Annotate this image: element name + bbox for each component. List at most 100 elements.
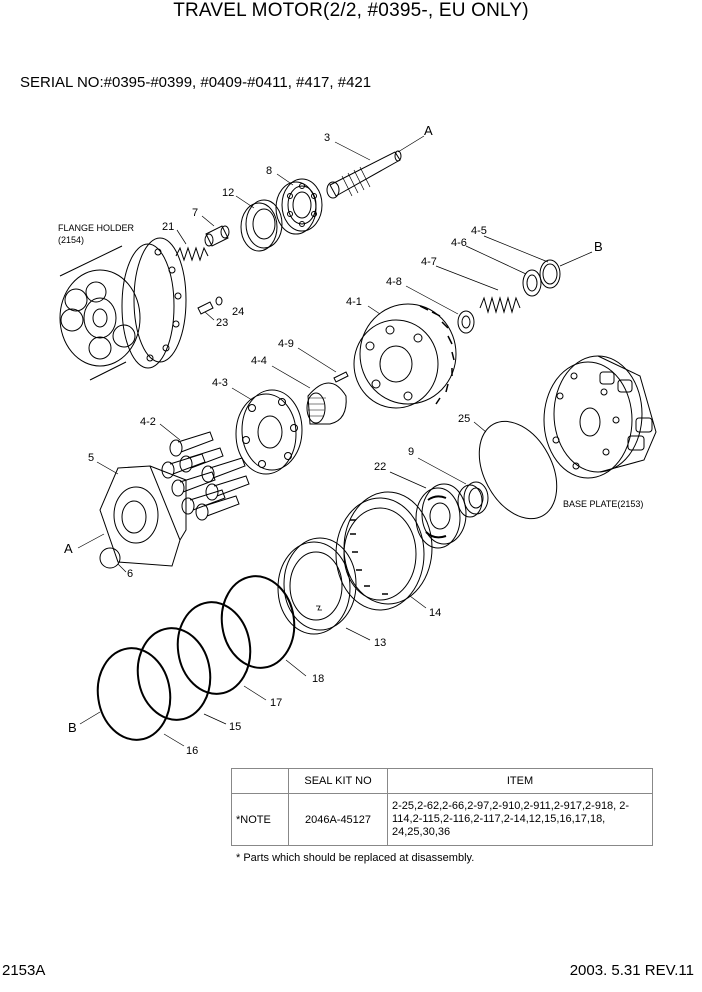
label-part-21: 21 (162, 221, 174, 233)
label-part-4-4: 4-4 (251, 355, 267, 367)
label-part-13: 13 (374, 637, 386, 649)
part-24-o-ring (215, 296, 223, 306)
leader-4-6 (465, 245, 527, 275)
flange-holder-2154 (59, 237, 187, 381)
header-seal-kit-no: SEAL KIT NO (288, 768, 388, 794)
leader-4-7 (435, 265, 499, 291)
label-part-4-3: 4-3 (212, 377, 228, 389)
part-17-backup-ring (176, 601, 252, 695)
part-9-bearing (457, 481, 489, 518)
label-flange-holder-no: (2154) (58, 235, 84, 245)
leader-15 (203, 713, 227, 725)
label-part-7: 7 (192, 207, 198, 219)
items-cell: 2-25,2-62,2-66,2-97,2-910,2-911,2-917,2-… (387, 793, 653, 846)
header-blank-cell (231, 768, 289, 794)
seal-kit-table: SEAL KIT NO ITEM *NOTE 2046A-45127 2-25,… (231, 768, 653, 846)
label-part-4-6: 4-6 (451, 237, 467, 249)
label-part-9: 9 (408, 446, 414, 458)
label-a-left: A (64, 541, 73, 556)
part-14-brake-housing (335, 491, 433, 611)
leader-12 (235, 195, 255, 209)
label-part-4-2: 4-2 (140, 416, 156, 428)
part-8-bearing (275, 178, 323, 235)
leader-21 (176, 229, 187, 245)
part-4-7-spring (479, 296, 521, 314)
leader-4-4 (271, 365, 311, 389)
page-title: TRAVEL MOTOR(2/2, #0395-, EU ONLY) (173, 0, 529, 21)
part-6-ball (99, 547, 121, 569)
leader-a-top (397, 135, 425, 153)
label-part-3: 3 (324, 132, 330, 144)
leader-4-1 (367, 305, 381, 315)
leader-3 (334, 141, 371, 161)
label-part-16: 16 (186, 745, 198, 757)
label-part-12: 12 (222, 187, 234, 199)
part-12-oil-seal (240, 199, 283, 252)
kit-number-cell: 2046A-45127 (288, 793, 388, 846)
part-4-6-washer (522, 269, 542, 297)
leader-4-5 (483, 235, 549, 263)
part-4-8-spacer (457, 310, 475, 334)
part-4-9-pin (333, 371, 349, 383)
label-part-14: 14 (429, 607, 441, 619)
serial-numbers: SERIAL NO:#0395-#0399, #0409-#0411, #417… (20, 74, 372, 91)
leader-13 (345, 627, 371, 641)
part-4-5-snap-ring (539, 259, 561, 289)
label-part-4-7: 4-7 (421, 256, 437, 268)
part-4-3-retainer-plate (235, 389, 303, 475)
part-25-o-ring (478, 420, 558, 520)
leader-b-left (79, 711, 101, 725)
leader-6 (117, 563, 127, 573)
leader-23 (204, 311, 215, 321)
leader-17 (243, 685, 267, 701)
leader-9 (417, 457, 467, 485)
label-b-right: B (594, 239, 603, 254)
page-id: 2153A (2, 962, 46, 979)
leader-14 (409, 595, 427, 609)
leader-7 (201, 215, 215, 227)
part-4-2-pistons (161, 431, 250, 521)
label-part-25: 25 (458, 413, 470, 425)
label-part-8: 8 (266, 165, 272, 177)
label-part-4-8: 4-8 (386, 276, 402, 288)
part-3-shaft (326, 150, 402, 199)
label-part-5: 5 (88, 452, 94, 464)
leader-18 (285, 659, 307, 677)
leader-16 (163, 733, 185, 747)
leader-8 (276, 173, 294, 186)
label-part-23: 23 (216, 317, 228, 329)
label-part-22: 22 (374, 461, 386, 473)
base-plate-2153 (543, 355, 657, 479)
label-part-18: 18 (312, 673, 324, 685)
label-b-left: B (68, 720, 77, 735)
label-part-17: 17 (270, 697, 282, 709)
label-part-24: 24 (232, 306, 244, 318)
part-23-plug (197, 301, 214, 315)
date-revision: 2003. 5.31 REV.11 (569, 962, 694, 979)
leader-4-3 (231, 387, 253, 401)
label-a-top: A (424, 123, 433, 138)
label-part-4-5: 4-5 (471, 225, 487, 237)
part-13-friction-plate (277, 537, 357, 635)
seal-kit-table-row: *NOTE 2046A-45127 2-25,2-62,2-66,2-97,2-… (231, 793, 653, 846)
label-part-6: 6 (127, 568, 133, 580)
label-part-4-9: 4-9 (278, 338, 294, 350)
leader-a-left (77, 533, 105, 549)
footnote: * Parts which should be replaced at disa… (236, 852, 475, 864)
part-4-1-cylinder-block (353, 303, 457, 409)
leader-5 (96, 461, 119, 475)
part-18-o-ring (220, 575, 296, 669)
part-4-4-spherical-bushing (306, 382, 347, 425)
seal-kit-table-header: SEAL KIT NO ITEM (231, 768, 653, 794)
label-flange-holder: FLANGE HOLDER (58, 223, 135, 233)
label-base-plate: BASE PLATE(2153) (563, 499, 643, 509)
leader-4-2 (159, 423, 181, 441)
label-part-15: 15 (229, 721, 241, 733)
note-cell: *NOTE (231, 793, 289, 846)
part-7-pin (204, 225, 230, 247)
label-part-4-1: 4-1 (346, 296, 362, 308)
leader-22 (389, 471, 427, 489)
leader-4-9 (297, 347, 337, 373)
leader-25 (473, 421, 487, 433)
